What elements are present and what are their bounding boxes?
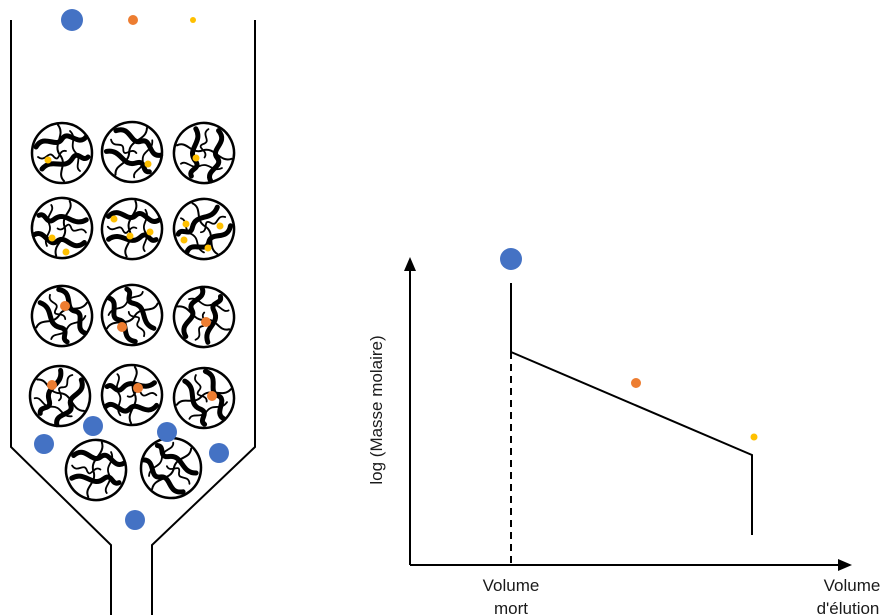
small-molecule-icon: [182, 220, 190, 228]
porous-bead-icon: [97, 360, 167, 430]
medium-molecule-icon: [47, 380, 57, 390]
column-wall-right: [151, 20, 256, 615]
large-molecule-icon: [83, 416, 103, 436]
small-molecule-icon: [750, 433, 758, 441]
small-molecule-icon: [204, 244, 212, 252]
small-molecule-icon: [110, 215, 118, 223]
porous-bead-icon: [24, 190, 101, 267]
large-molecule-icon: [500, 248, 522, 270]
small-molecule-icon: [44, 156, 52, 164]
large-molecule-icon: [34, 434, 54, 454]
y-axis-arrowhead: [404, 257, 416, 271]
excluded-large-molecules: [34, 416, 229, 530]
large-molecule-icon: [209, 443, 229, 463]
medium-molecule-icon: [128, 15, 138, 25]
small-molecule-icon: [192, 154, 200, 162]
porous-bead-icon: [95, 192, 168, 265]
small-molecule-icon: [48, 234, 56, 242]
porous-bead-icon: [32, 123, 92, 183]
porous-bead-icon: [169, 363, 239, 433]
x-axis-arrowhead: [838, 559, 852, 571]
small-molecule-icon: [146, 228, 154, 236]
porous-bead-icon: [94, 277, 171, 354]
dead-volume-label-line1: Volume: [483, 576, 540, 595]
large-molecule-icon: [61, 9, 83, 31]
trapped-medium-molecules: [47, 301, 217, 401]
dead-volume-label-line2: mort: [494, 599, 528, 615]
y-axis-label: log (Masse molaire): [367, 335, 386, 484]
elution-graph: log (Masse molaire) Volume mort Volume d…: [367, 248, 880, 615]
calibration-curve: [510, 283, 753, 535]
large-molecule-icon: [157, 422, 177, 442]
small-molecule-icon: [62, 248, 70, 256]
top-molecules: [61, 9, 196, 31]
column: [10, 20, 256, 615]
trapped-small-molecules: [44, 154, 224, 256]
porous-bead-icon: [166, 191, 243, 268]
porous-bead-icon: [166, 115, 243, 192]
medium-molecule-icon: [117, 322, 127, 332]
porous-bead-icon: [90, 110, 175, 195]
medium-molecule-icon: [201, 317, 211, 327]
porous-bead-icon: [58, 432, 135, 509]
x-axis-label-line2: d'élution: [817, 599, 880, 615]
medium-molecule-icon: [631, 378, 641, 388]
small-molecule-icon: [180, 236, 188, 244]
x-axis-label-line1: Volume: [824, 576, 881, 595]
medium-molecule-icon: [207, 391, 217, 401]
large-molecule-icon: [125, 510, 145, 530]
small-molecule-icon: [190, 17, 196, 23]
small-molecule-icon: [126, 232, 134, 240]
column-wall-left: [10, 20, 112, 615]
medium-molecule-icon: [133, 383, 143, 393]
small-molecule-icon: [144, 160, 152, 168]
porous-bead-icon: [24, 278, 101, 355]
porous-bead-icon: [163, 276, 245, 358]
small-molecule-icon: [216, 222, 224, 230]
medium-molecule-icon: [60, 301, 70, 311]
